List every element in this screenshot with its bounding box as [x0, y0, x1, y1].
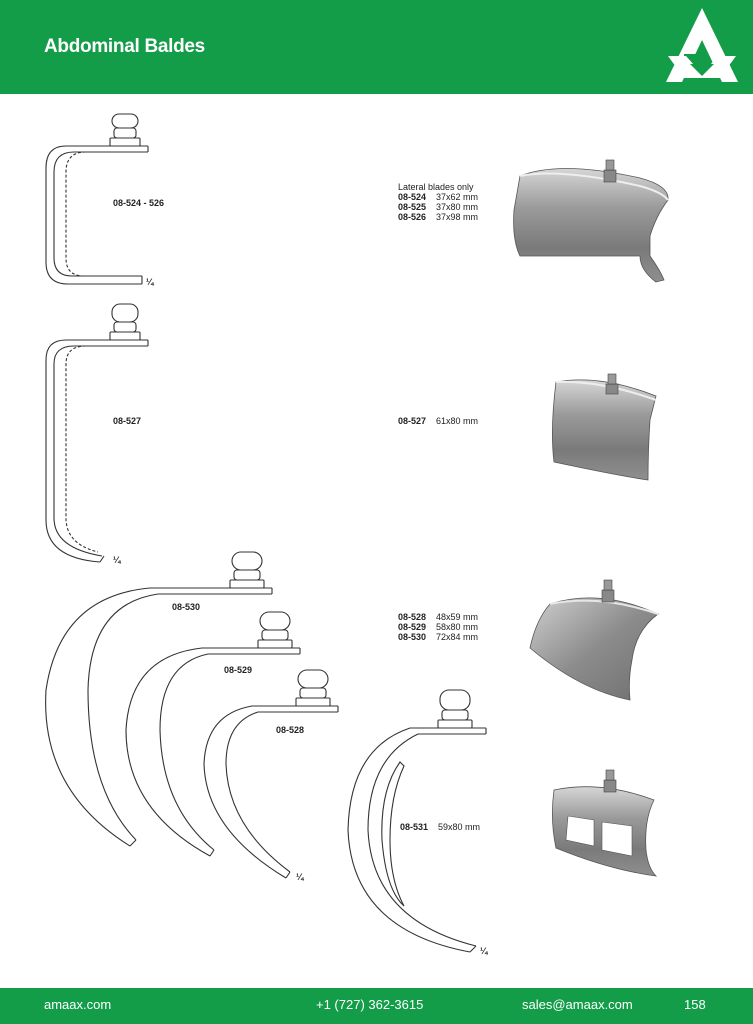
header-bar: Abdominal Baldes	[0, 0, 753, 94]
blade-drawing-08-529	[125, 611, 301, 857]
instrument-drawings	[45, 113, 487, 953]
brand-logo-icon	[666, 8, 738, 82]
blade-drawing-08-528	[203, 669, 339, 879]
label-08-524-526: 08-524 - 526	[113, 198, 165, 208]
label-08-530: 08-530	[172, 602, 201, 612]
scale-mark: ¼	[296, 872, 304, 882]
footer-bar: amaax.com +1 (727) 362-3615 sales@amaax.…	[0, 988, 753, 1024]
product-photo-08-528	[529, 579, 659, 701]
blade-drawing-08-531	[347, 689, 487, 953]
footer-website-link[interactable]: amaax.com	[44, 997, 112, 1012]
footer-phone: +1 (727) 362-3615	[316, 997, 424, 1012]
product-photos	[513, 159, 669, 877]
footer-email-link[interactable]: sales@amaax.com	[522, 997, 633, 1012]
blade-drawing-08-524	[45, 113, 149, 285]
blade-drawing-08-530	[45, 551, 273, 847]
product-photo-08-531	[552, 769, 658, 877]
scale-mark: ¼	[113, 555, 121, 565]
page-number: 158	[684, 997, 706, 1012]
scale-mark: ¼	[146, 277, 154, 287]
label-08-527: 08-527	[113, 416, 142, 426]
label-08-529: 08-529	[224, 665, 253, 675]
blade-drawing-08-527	[45, 303, 149, 563]
product-photo-08-524	[513, 159, 669, 283]
scale-mark: ¼	[480, 946, 488, 956]
page-title: Abdominal Baldes	[44, 36, 205, 57]
label-08-528: 08-528	[276, 725, 305, 735]
product-photo-08-527	[552, 373, 657, 481]
spec-note: Lateral blades only	[398, 182, 474, 192]
